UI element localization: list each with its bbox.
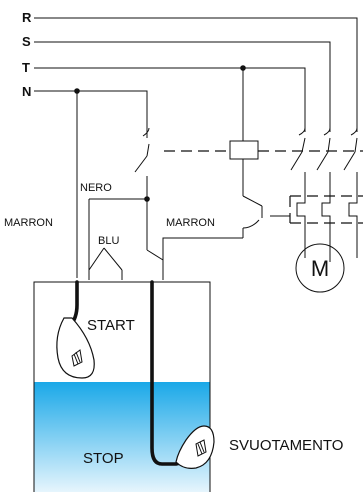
line-n: [34, 90, 148, 138]
float-label-start: START: [87, 317, 135, 334]
line-t: [34, 67, 306, 132]
phase-label-s: S: [22, 34, 31, 49]
motor: M: [295, 243, 345, 293]
phase-label-n: N: [22, 84, 31, 99]
wire-label-marron-right: MARRON: [166, 217, 215, 229]
line-r: [34, 17, 358, 132]
tank-walls: [33, 281, 211, 492]
wire-label-nero: NERO: [80, 182, 112, 194]
motor-symbol: M: [311, 256, 329, 281]
motor-circle: [295, 243, 345, 293]
relay-coil: [162, 68, 263, 260]
wire-label-marron-left: MARRON: [4, 217, 53, 229]
phase-label-r: R: [22, 10, 32, 25]
overload-relay: [270, 195, 363, 262]
water: [34, 382, 210, 492]
tank: [33, 281, 211, 492]
contactor-contacts: [290, 127, 358, 196]
coil-box: [229, 140, 259, 160]
stop-float: [175, 425, 215, 469]
blu-split: [88, 247, 123, 280]
caption: SVUOTAMENTO: [229, 437, 343, 454]
marron-right-wire: [146, 249, 164, 280]
start-float: [56, 317, 95, 379]
line-s: [34, 41, 331, 132]
wire-label-blu: BLU: [98, 235, 119, 247]
float-label-stop: STOP: [83, 450, 124, 467]
phase-label-t: T: [22, 60, 30, 75]
main-switch: [134, 127, 150, 250]
